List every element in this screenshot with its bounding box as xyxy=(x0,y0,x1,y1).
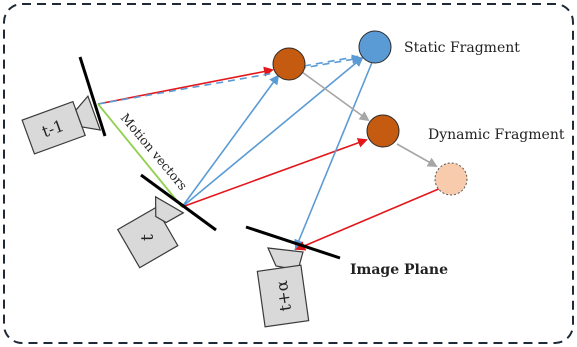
camera-prev-lens xyxy=(75,94,102,131)
static-fragment-label: Static Fragment xyxy=(404,40,520,56)
image-plane-label: Image Plane xyxy=(350,262,448,278)
ray-next-to-static xyxy=(294,59,374,251)
camera-curr-lens xyxy=(154,195,185,224)
dynamic-fragment-label: Dynamic Fragment xyxy=(428,127,565,143)
dynamic-fragment-circle xyxy=(434,162,468,196)
camera-next-label: t+α xyxy=(272,279,295,312)
camera-next: t+α xyxy=(245,225,341,328)
fragment-motion-arrow-1 xyxy=(301,71,370,122)
ray-prev-to-static-dashed xyxy=(97,54,362,105)
image-plane-curr xyxy=(140,173,217,232)
ray-dynamic-to-next xyxy=(295,187,442,251)
camera-prev: t-1 xyxy=(21,56,107,155)
image-plane-prev xyxy=(78,56,107,137)
fragment-orange-top xyxy=(272,47,306,81)
ray-curr-to-orange-mid xyxy=(181,138,368,208)
dashed-border xyxy=(3,3,574,344)
motion-vectors-label: Motion vectors xyxy=(118,110,191,193)
ray-curr-to-static xyxy=(181,56,364,208)
fragment-motion-arrow-2 xyxy=(396,143,438,167)
ray-curr-to-orange-top xyxy=(181,74,280,208)
camera-curr: t xyxy=(116,173,217,269)
camera-curr-body xyxy=(116,206,179,269)
static-fragment-circle xyxy=(358,30,392,64)
motion-vector-line xyxy=(97,103,183,208)
image-plane-next xyxy=(245,225,341,260)
fragment-orange-mid xyxy=(366,114,400,148)
ray-orange-to-static-dashed xyxy=(303,55,361,67)
camera-curr-label: t xyxy=(138,234,158,241)
camera-next-body xyxy=(256,264,310,328)
